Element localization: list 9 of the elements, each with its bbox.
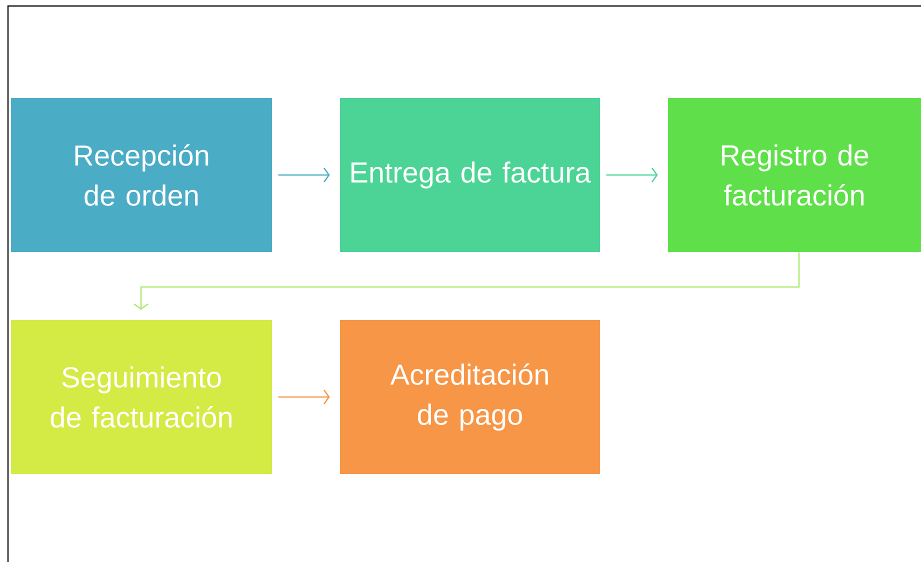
arrow xyxy=(134,252,800,310)
process-box: Seguimiento de facturación xyxy=(11,320,272,474)
process-box: Registro de facturación xyxy=(668,98,921,252)
process-box: Acreditación de pago xyxy=(340,320,600,474)
arrow xyxy=(606,168,658,182)
arrow xyxy=(278,390,330,404)
process-box: Recepción de orden xyxy=(11,98,272,252)
arrow xyxy=(278,168,330,182)
process-box: Entrega de factura xyxy=(340,98,600,252)
